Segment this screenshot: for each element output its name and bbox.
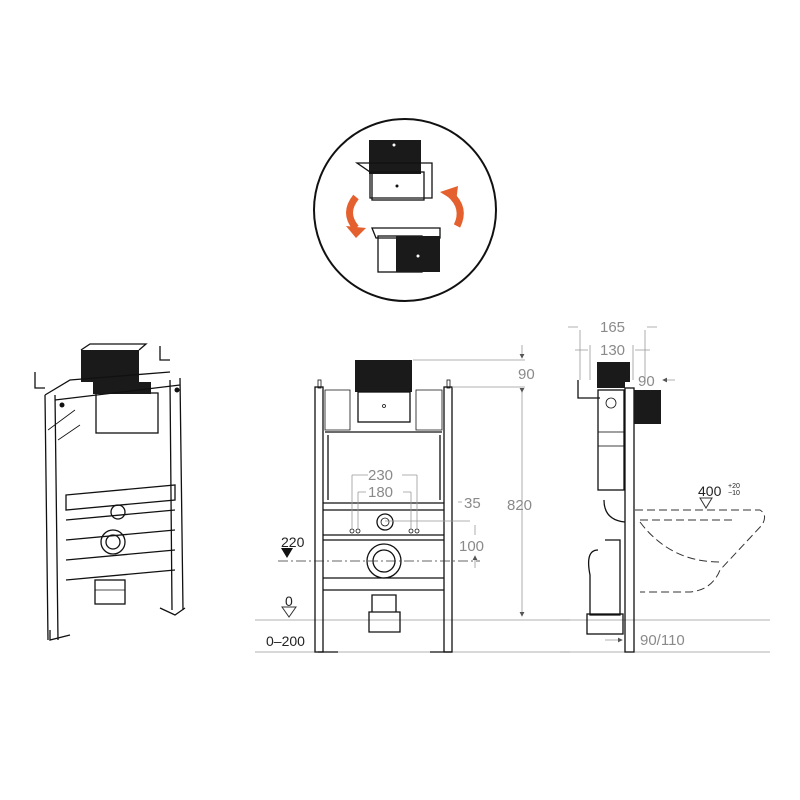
frame-isometric-view [34, 343, 186, 641]
seat-level-icon [699, 497, 713, 509]
level-marker-open-icon [281, 606, 297, 618]
side-post [624, 387, 635, 653]
seat-height-label: 400 [698, 483, 722, 499]
dim-button-label: 90 [638, 373, 655, 390]
dim-offset-label: 35 [464, 495, 481, 512]
level-floor-label: 0 [285, 593, 293, 609]
level-marker-filled-icon [281, 548, 293, 558]
frame-front-view: 90 820 230 180 35 100 220 0 0–200 [255, 345, 570, 653]
rotate-arrowhead-left-icon [346, 226, 366, 238]
seat-tol-plus: +20 [728, 483, 740, 490]
floor-range-label: 0–200 [266, 633, 305, 649]
cistern-module-lower [371, 227, 441, 273]
cistern-top [355, 360, 412, 392]
frame-side-view: 165 130 90 400 +20 −10 90/110 [560, 319, 770, 653]
level-drain-label: 220 [281, 534, 305, 550]
flush-button [634, 390, 661, 424]
rotate-arrowhead-right-icon [440, 186, 458, 202]
dim-inner-label: 180 [368, 484, 393, 501]
dim-depth-total-label: 165 [600, 319, 625, 336]
right-post [443, 386, 453, 653]
rotate-arrow-left-icon [346, 194, 359, 231]
dim-depth-frame-label: 130 [600, 342, 625, 359]
dim-top-label: 90 [518, 366, 535, 383]
cistern-module-upper [354, 140, 433, 201]
dim-drain-label: 100 [459, 538, 484, 555]
seat-tol-minus: −10 [728, 490, 740, 497]
dim-outer-label: 230 [368, 467, 393, 484]
drain-offset-label: 90/110 [640, 632, 685, 649]
left-post [314, 386, 324, 653]
cistern-rotation-detail [313, 118, 497, 302]
dim-height-label: 820 [507, 497, 532, 514]
